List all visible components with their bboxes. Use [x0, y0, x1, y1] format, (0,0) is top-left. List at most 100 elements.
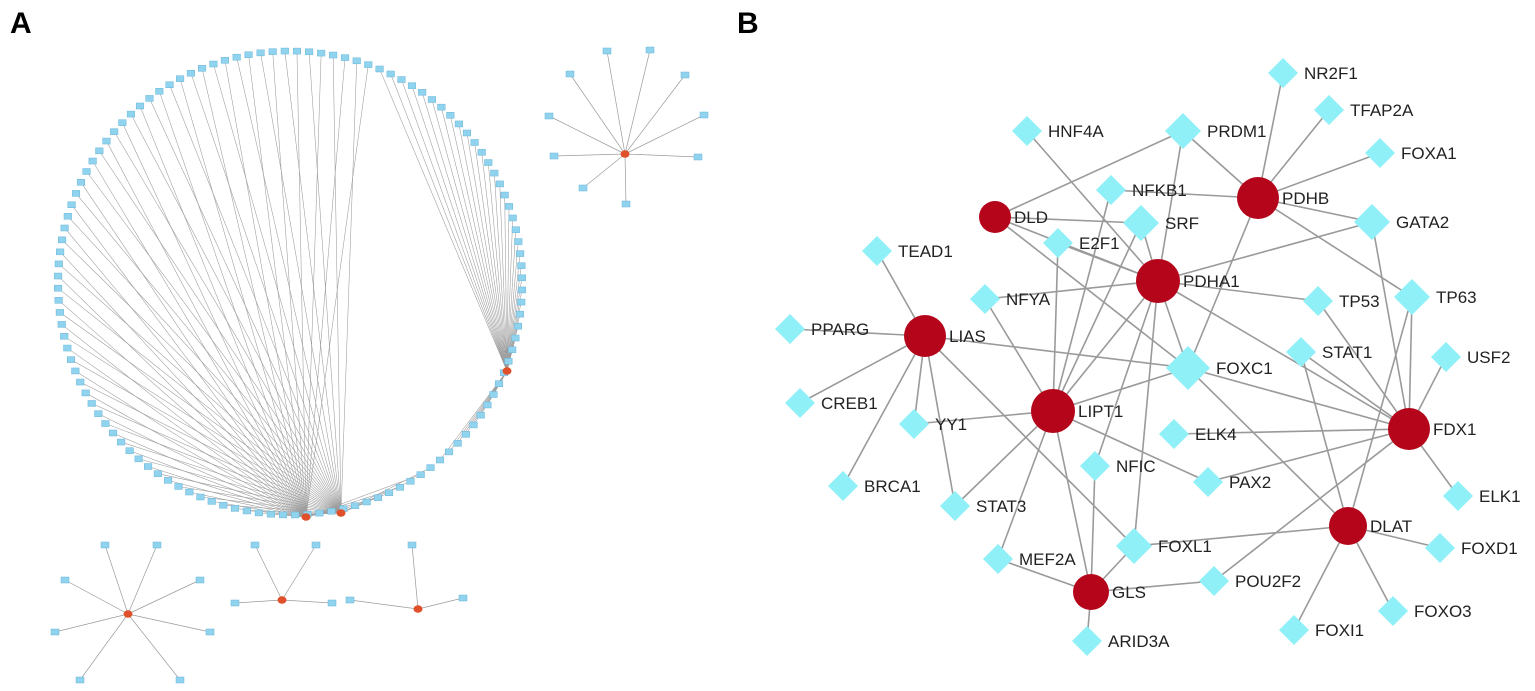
star-edge — [606, 50, 626, 155]
star-edge — [553, 153, 626, 157]
panel-a-target-node — [87, 400, 96, 407]
panel-b-edges — [789, 72, 1459, 642]
panel-a-target-node — [94, 410, 103, 417]
label-usf2: USF2 — [1467, 348, 1510, 367]
node-elk1 — [1443, 481, 1473, 511]
edge-fdx1-stat1 — [1300, 351, 1410, 430]
node-nr2f1 — [1268, 58, 1298, 88]
star-leaf-node — [565, 70, 575, 78]
star-leaf-node — [680, 71, 690, 79]
panel-a-target-node — [305, 48, 314, 56]
label-gata2: GATA2 — [1396, 213, 1449, 232]
panel-a-edge — [305, 474, 421, 518]
panel-a-edge — [340, 60, 358, 514]
edge-lipt1-srf — [1052, 222, 1142, 412]
edge-dlat-foxc1 — [1187, 367, 1349, 527]
node-pdhb — [1237, 177, 1279, 219]
edge-dlat-foxi1 — [1293, 525, 1349, 631]
edge-pdha1-fdx1 — [1157, 280, 1410, 430]
panel-a-target-node — [219, 501, 228, 509]
panel-a-edge — [506, 217, 513, 372]
node-yy1 — [899, 409, 929, 439]
panel-b-nodes — [775, 58, 1473, 656]
panel-a-target-node — [427, 96, 436, 103]
edge-pdha1-gata2 — [1157, 221, 1373, 282]
panel-a-target-node — [513, 322, 523, 330]
panel-a-target-node — [76, 378, 85, 386]
panel-a-target-node — [462, 129, 472, 137]
edge-lias-brca1 — [842, 335, 926, 487]
panel-a-target-node — [254, 509, 263, 517]
node-tead1 — [862, 236, 892, 266]
panel-a-edge — [332, 55, 342, 514]
panel-a-network — [50, 46, 709, 684]
star-edge — [127, 579, 201, 615]
star-hub-node — [123, 610, 133, 618]
panel-a-target-node — [174, 483, 183, 490]
edge-lipt1-pax2 — [1052, 410, 1209, 483]
panel-a-edge — [272, 51, 307, 518]
panel-a-edge — [139, 105, 307, 518]
panel-a-target-node — [500, 191, 509, 199]
panel-a-edge — [59, 251, 307, 518]
star-edge — [417, 597, 464, 610]
panel-a-target-node — [278, 511, 288, 519]
panel-a-target-node — [207, 498, 216, 505]
label-elk1: ELK1 — [1479, 487, 1521, 506]
panel-a-target-node — [209, 60, 218, 68]
panel-a-target-node — [407, 82, 417, 89]
star-edge — [127, 544, 158, 615]
node-pax2 — [1193, 467, 1223, 497]
panel-a-edge — [506, 206, 510, 372]
panel-a-target-node — [165, 81, 174, 88]
edge-dlat-foxl1 — [1133, 525, 1349, 547]
panel-a-target-node — [125, 447, 134, 454]
node-foxa1 — [1365, 138, 1395, 168]
node-stat3 — [940, 491, 970, 521]
panel-a-target-node — [54, 284, 63, 292]
panel-a-target-node — [516, 250, 525, 257]
panel-a-target-node — [88, 157, 97, 165]
node-pou2f2 — [1199, 566, 1229, 596]
panel-a-edge — [121, 441, 342, 514]
panel-a-target-node — [95, 147, 104, 155]
panel-a-target-node — [329, 51, 338, 59]
edge-pdha1-foxl1 — [1133, 280, 1159, 547]
panel-a-target-node — [416, 471, 425, 478]
panel-a-target-node — [395, 484, 404, 491]
edge-pdhb-foxc1 — [1187, 197, 1259, 369]
panel-a-target-node — [292, 47, 302, 55]
star-edge — [234, 599, 283, 604]
star-leaf-node — [175, 676, 185, 684]
panel-a-edge — [401, 79, 508, 372]
panel-a-edge — [92, 160, 307, 518]
edge-fdx1-pou2f2 — [1213, 428, 1410, 582]
label-stat1: STAT1 — [1322, 343, 1372, 362]
panel-b-label: B — [737, 7, 759, 40]
node-foxd1 — [1425, 533, 1455, 563]
edge-fdx1-gata2 — [1371, 221, 1410, 430]
panel-a-target-node — [256, 49, 265, 57]
panel-a-target-node — [244, 51, 253, 58]
edge-pdhb-foxa1 — [1257, 152, 1381, 199]
edge-fdx1-elk4 — [1173, 428, 1410, 435]
panel-a-target-node — [71, 367, 80, 375]
panel-a-target-node — [102, 137, 111, 145]
panel-a-edge — [411, 85, 508, 372]
panel-a-target-node — [517, 286, 526, 294]
star-edge — [127, 613, 181, 681]
node-gata2 — [1354, 204, 1390, 240]
panel-a-target-node — [515, 310, 524, 318]
edge-lipt1-gls — [1052, 410, 1092, 593]
panel-a-edge — [71, 204, 307, 518]
star-hub-node — [413, 605, 423, 613]
panel-a-target-node — [426, 464, 435, 471]
edge-gls-nfic — [1090, 465, 1096, 593]
panel-a-target-node — [517, 298, 526, 306]
panel-a-target-node — [56, 248, 65, 256]
label-tead1: TEAD1 — [898, 242, 953, 261]
panel-a-target-node — [134, 455, 143, 463]
star-leaf-node — [50, 628, 60, 636]
node-elk4 — [1159, 419, 1189, 449]
